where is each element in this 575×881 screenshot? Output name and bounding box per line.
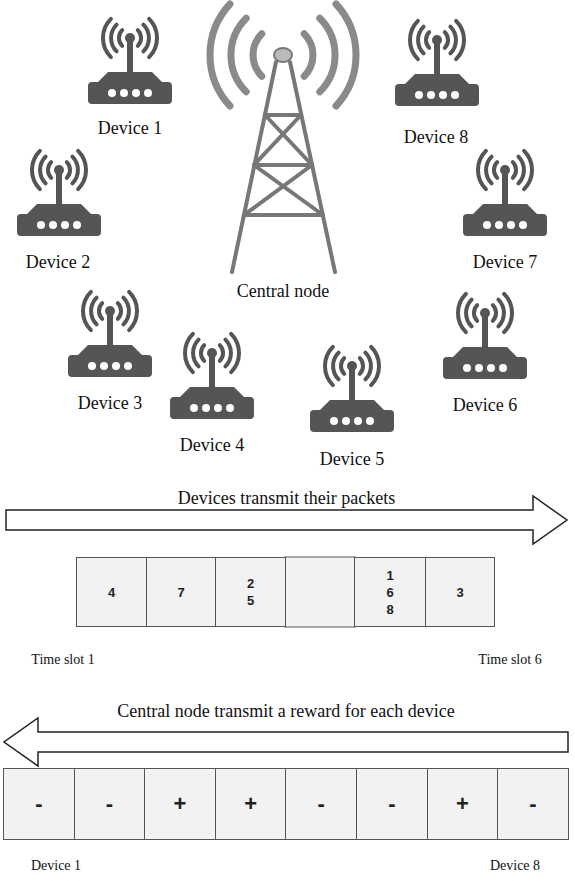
reward-sign: -: [35, 791, 42, 817]
router-icon: [395, 21, 479, 106]
router-icon: [17, 151, 101, 236]
reward-cell: +: [215, 768, 287, 840]
reward-cell: -: [74, 768, 146, 840]
slot-devices: 3: [455, 584, 465, 601]
router-icon: [463, 151, 547, 236]
time-slot: 4: [76, 557, 147, 627]
device-label: Device 8: [336, 126, 536, 148]
arrow-caption: Devices transmit their packets: [5, 488, 568, 508]
reward-cell: +: [427, 768, 499, 840]
arrow-caption: Central node transmit a reward for each …: [3, 701, 569, 721]
direction-arrow: Central node transmit a reward for each …: [3, 700, 569, 768]
device-label: Device 4: [112, 434, 312, 456]
device-label: Device 7: [405, 251, 575, 273]
reward-cell: +: [144, 768, 216, 840]
reward-cell: -: [285, 768, 357, 840]
direction-arrow: Devices transmit their packets: [5, 488, 568, 548]
time-slot: 7: [146, 557, 216, 627]
time-slot: 2 5: [215, 557, 286, 627]
router-icon: [443, 294, 527, 379]
device-label: Device 6: [385, 394, 575, 416]
device-label: Device 3: [10, 392, 210, 414]
router-icon: [68, 292, 152, 377]
axis-label: Time slot 1: [0, 651, 163, 669]
reward-cell: -: [356, 768, 428, 840]
router-icon: [170, 334, 254, 419]
slot-devices: 7: [176, 584, 186, 601]
axis-label: Device 1: [0, 857, 156, 875]
reward-sign: -: [529, 791, 536, 817]
slot-devices: 2 5: [246, 575, 256, 609]
router-icon: [310, 347, 394, 432]
reward-sign: -: [388, 791, 395, 817]
node-label: Central node: [183, 280, 383, 302]
reward-cell: -: [3, 768, 75, 840]
reward-sign: +: [174, 791, 187, 817]
tower-symbol: [210, 4, 356, 272]
empty-slot: [285, 557, 355, 627]
time-slot: 3: [425, 557, 495, 627]
router-icon: [88, 19, 172, 104]
axis-label: Time slot 6: [410, 651, 575, 669]
reward-sign: -: [318, 791, 325, 817]
reward-sign: -: [106, 791, 113, 817]
device-label: Device 5: [252, 448, 452, 470]
reward-sign: +: [244, 791, 257, 817]
device-label: Device 2: [0, 251, 158, 273]
reward-sign: +: [456, 791, 469, 817]
axis-label: Device 8: [415, 857, 575, 875]
reward-cell: -: [497, 768, 569, 840]
slot-devices: 4: [107, 584, 117, 601]
time-slot: 1 6 8: [354, 557, 426, 627]
slot-devices: 1 6 8: [385, 567, 395, 618]
arrow-shape: [4, 718, 568, 766]
device-label: Device 1: [30, 117, 230, 139]
